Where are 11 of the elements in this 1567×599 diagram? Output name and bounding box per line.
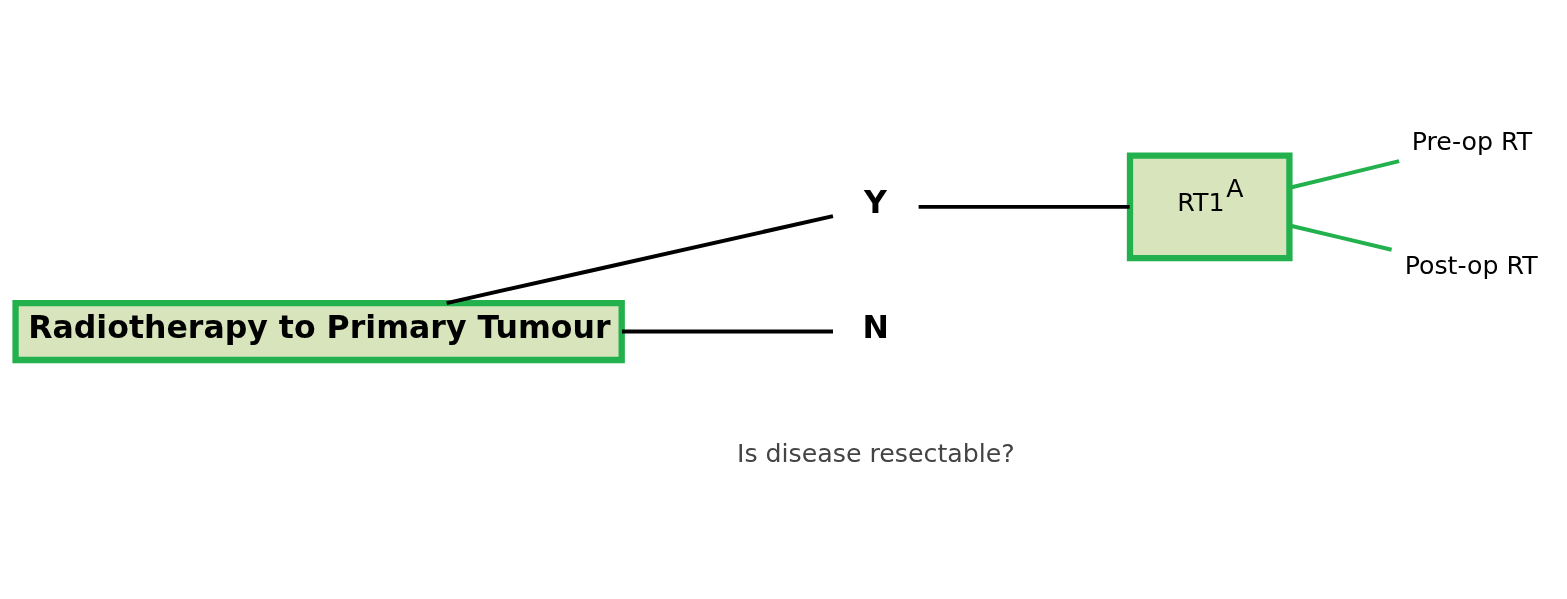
connector <box>1289 158 1400 190</box>
node-box: Radiotherapy to Primary Tumour <box>12 299 625 363</box>
connector <box>1289 223 1393 252</box>
node-text: N <box>862 308 889 345</box>
connector <box>446 213 834 305</box>
label: Is disease resectable? <box>736 438 1015 468</box>
node-text: Pre-op RT <box>1411 126 1533 156</box>
node-text: Post-op RT <box>1404 250 1538 280</box>
connector <box>621 329 833 334</box>
connector <box>918 204 1130 209</box>
node-text: Y <box>864 183 887 220</box>
